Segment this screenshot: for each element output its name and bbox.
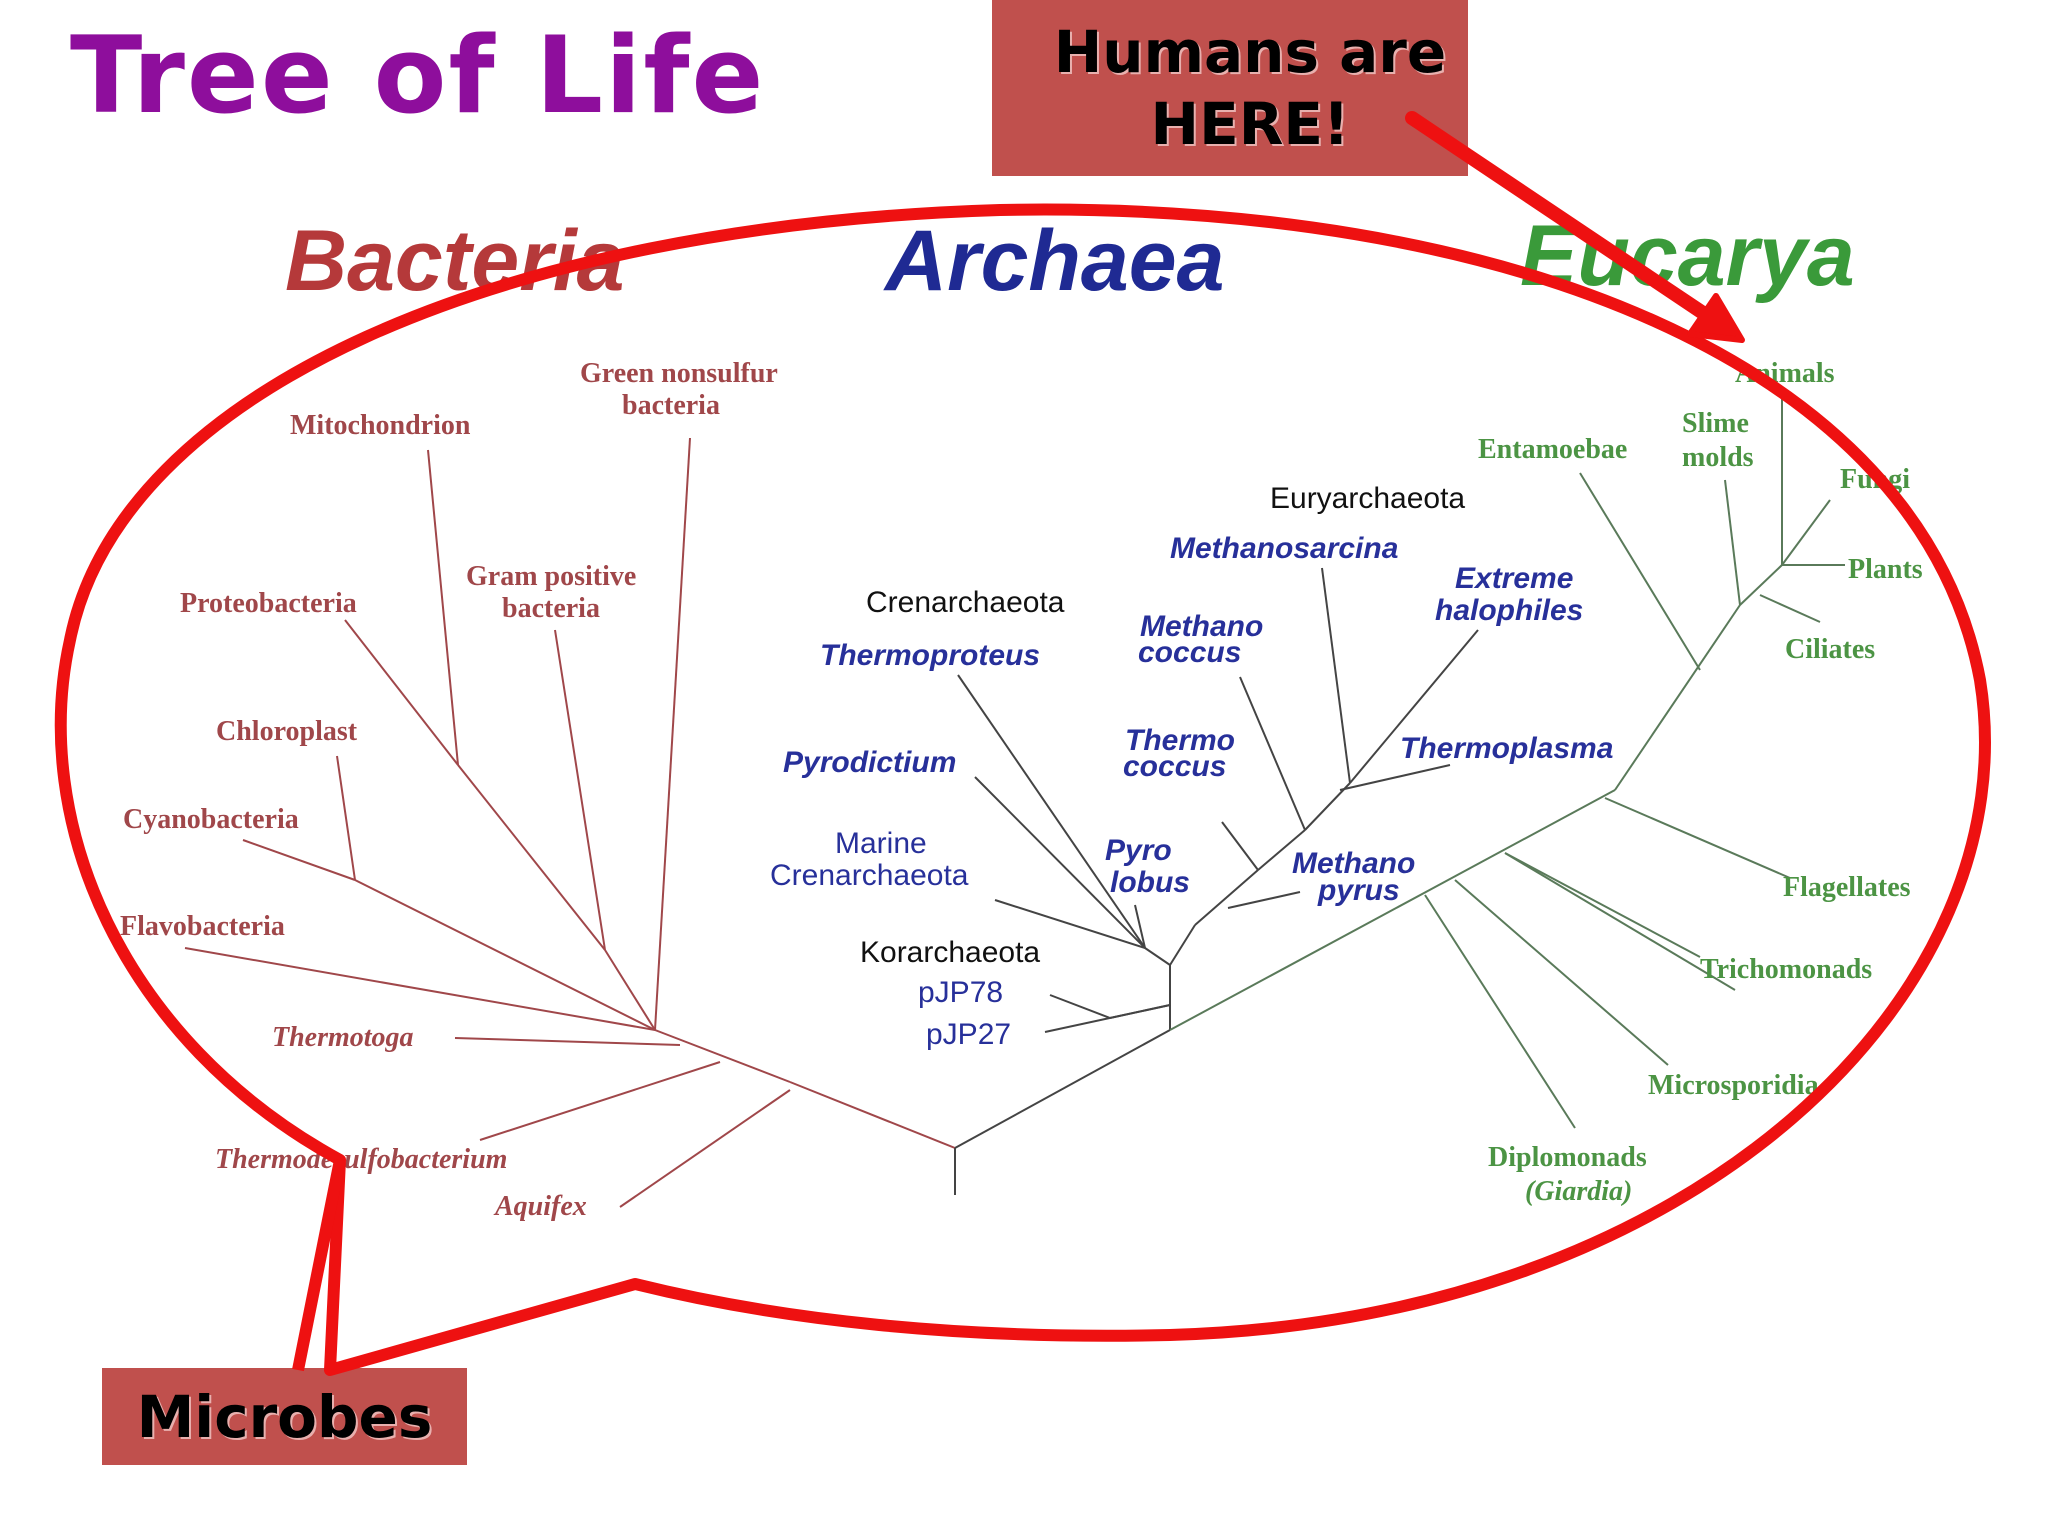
label-marine-crenarchaeota-2: Crenarchaeota xyxy=(770,859,969,892)
label-pyrolobus-2: lobus xyxy=(1110,866,1190,899)
label-mitochondrion: Mitochondrion xyxy=(290,410,471,441)
eucarya-labels: Animals Slime molds Entamoebae Fungi Pla… xyxy=(1478,358,1923,1207)
microbes-pointer-line xyxy=(292,1158,346,1372)
label-euryarchaeota: Euryarchaeota xyxy=(1270,482,1465,515)
label-flagellates: Flagellates xyxy=(1783,872,1911,903)
eucarya-branches xyxy=(1169,390,1845,1129)
label-proteobacteria: Proteobacteria xyxy=(180,588,357,619)
label-thermoplasma: Thermoplasma xyxy=(1400,732,1613,765)
page-title: Tree of Life xyxy=(70,14,766,137)
domain-archaea: Archaea xyxy=(883,213,1224,309)
label-diplomonads: Diplomonads xyxy=(1488,1142,1647,1173)
label-thermococcus: Thermo xyxy=(1125,724,1235,757)
label-green-nonsulfur: Green nonsulfur xyxy=(580,358,778,389)
label-extreme-halophiles: Extreme xyxy=(1455,562,1573,595)
humans-callout-line1: Humans are xyxy=(1053,18,1447,86)
label-slime-molds-2: molds xyxy=(1682,442,1754,473)
label-thermoproteus: Thermoproteus xyxy=(820,639,1040,672)
label-ciliates: Ciliates xyxy=(1785,634,1875,665)
label-cyanobacteria: Cyanobacteria xyxy=(123,804,299,835)
label-plants: Plants xyxy=(1848,554,1923,585)
label-microsporidia: Microsporidia xyxy=(1648,1070,1819,1101)
label-methanosarcina: Methanosarcina xyxy=(1170,532,1398,565)
label-chloroplast: Chloroplast xyxy=(216,716,358,747)
label-thermotoga: Thermotoga xyxy=(272,1022,414,1053)
archaea-branches xyxy=(954,567,1479,1195)
label-pyrolobus: Pyro xyxy=(1105,834,1172,867)
label-green-nonsulfur-2: bacteria xyxy=(622,390,720,421)
label-crenarchaeota: Crenarchaeota xyxy=(866,586,1065,619)
microbes-speech-bubble xyxy=(54,203,1991,1376)
label-methanococcus: Methano xyxy=(1140,610,1263,643)
label-pjp78: pJP78 xyxy=(918,976,1003,1009)
label-trichomonads: Trichomonads xyxy=(1700,954,1872,985)
domain-bacteria: Bacteria xyxy=(285,213,624,309)
label-diplomonads-2: (Giardia) xyxy=(1525,1176,1632,1207)
label-extreme-halophiles-2: halophiles xyxy=(1435,594,1583,627)
label-entamoebae: Entamoebae xyxy=(1478,434,1627,465)
humans-arrow xyxy=(1405,111,1745,343)
humans-callout-line2: HERE! xyxy=(1150,90,1350,158)
label-marine-crenarchaeota: Marine xyxy=(835,827,927,860)
label-thermococcus-2: coccus xyxy=(1123,750,1226,783)
label-slime-molds: Slime xyxy=(1682,408,1749,439)
microbes-callout: Microbes xyxy=(102,1368,467,1465)
label-aquifex: Aquifex xyxy=(493,1191,587,1222)
label-methanopyrus-2: pyrus xyxy=(1317,874,1400,907)
bacteria-branches xyxy=(184,437,956,1208)
label-pyrodictium: Pyrodictium xyxy=(783,746,956,779)
label-pjp27: pJP27 xyxy=(926,1018,1011,1051)
label-gram-positive-2: bacteria xyxy=(502,593,600,624)
label-gram-positive: Gram positive xyxy=(466,561,636,592)
archaea-labels: Euryarchaeota Methanosarcina Extreme hal… xyxy=(770,482,1613,1051)
label-korarchaeota: Korarchaeota xyxy=(860,936,1040,969)
bacteria-labels: Green nonsulfur bacteria Mitochondrion G… xyxy=(120,358,778,1222)
humans-callout: Humans are HERE! xyxy=(992,0,1468,176)
label-methanopyrus: Methano xyxy=(1292,847,1415,880)
label-methanococcus-2: coccus xyxy=(1138,636,1241,669)
label-thermodesulfobacterium: Thermodesulfobacterium xyxy=(215,1144,507,1175)
label-flavobacteria: Flavobacteria xyxy=(120,911,285,942)
